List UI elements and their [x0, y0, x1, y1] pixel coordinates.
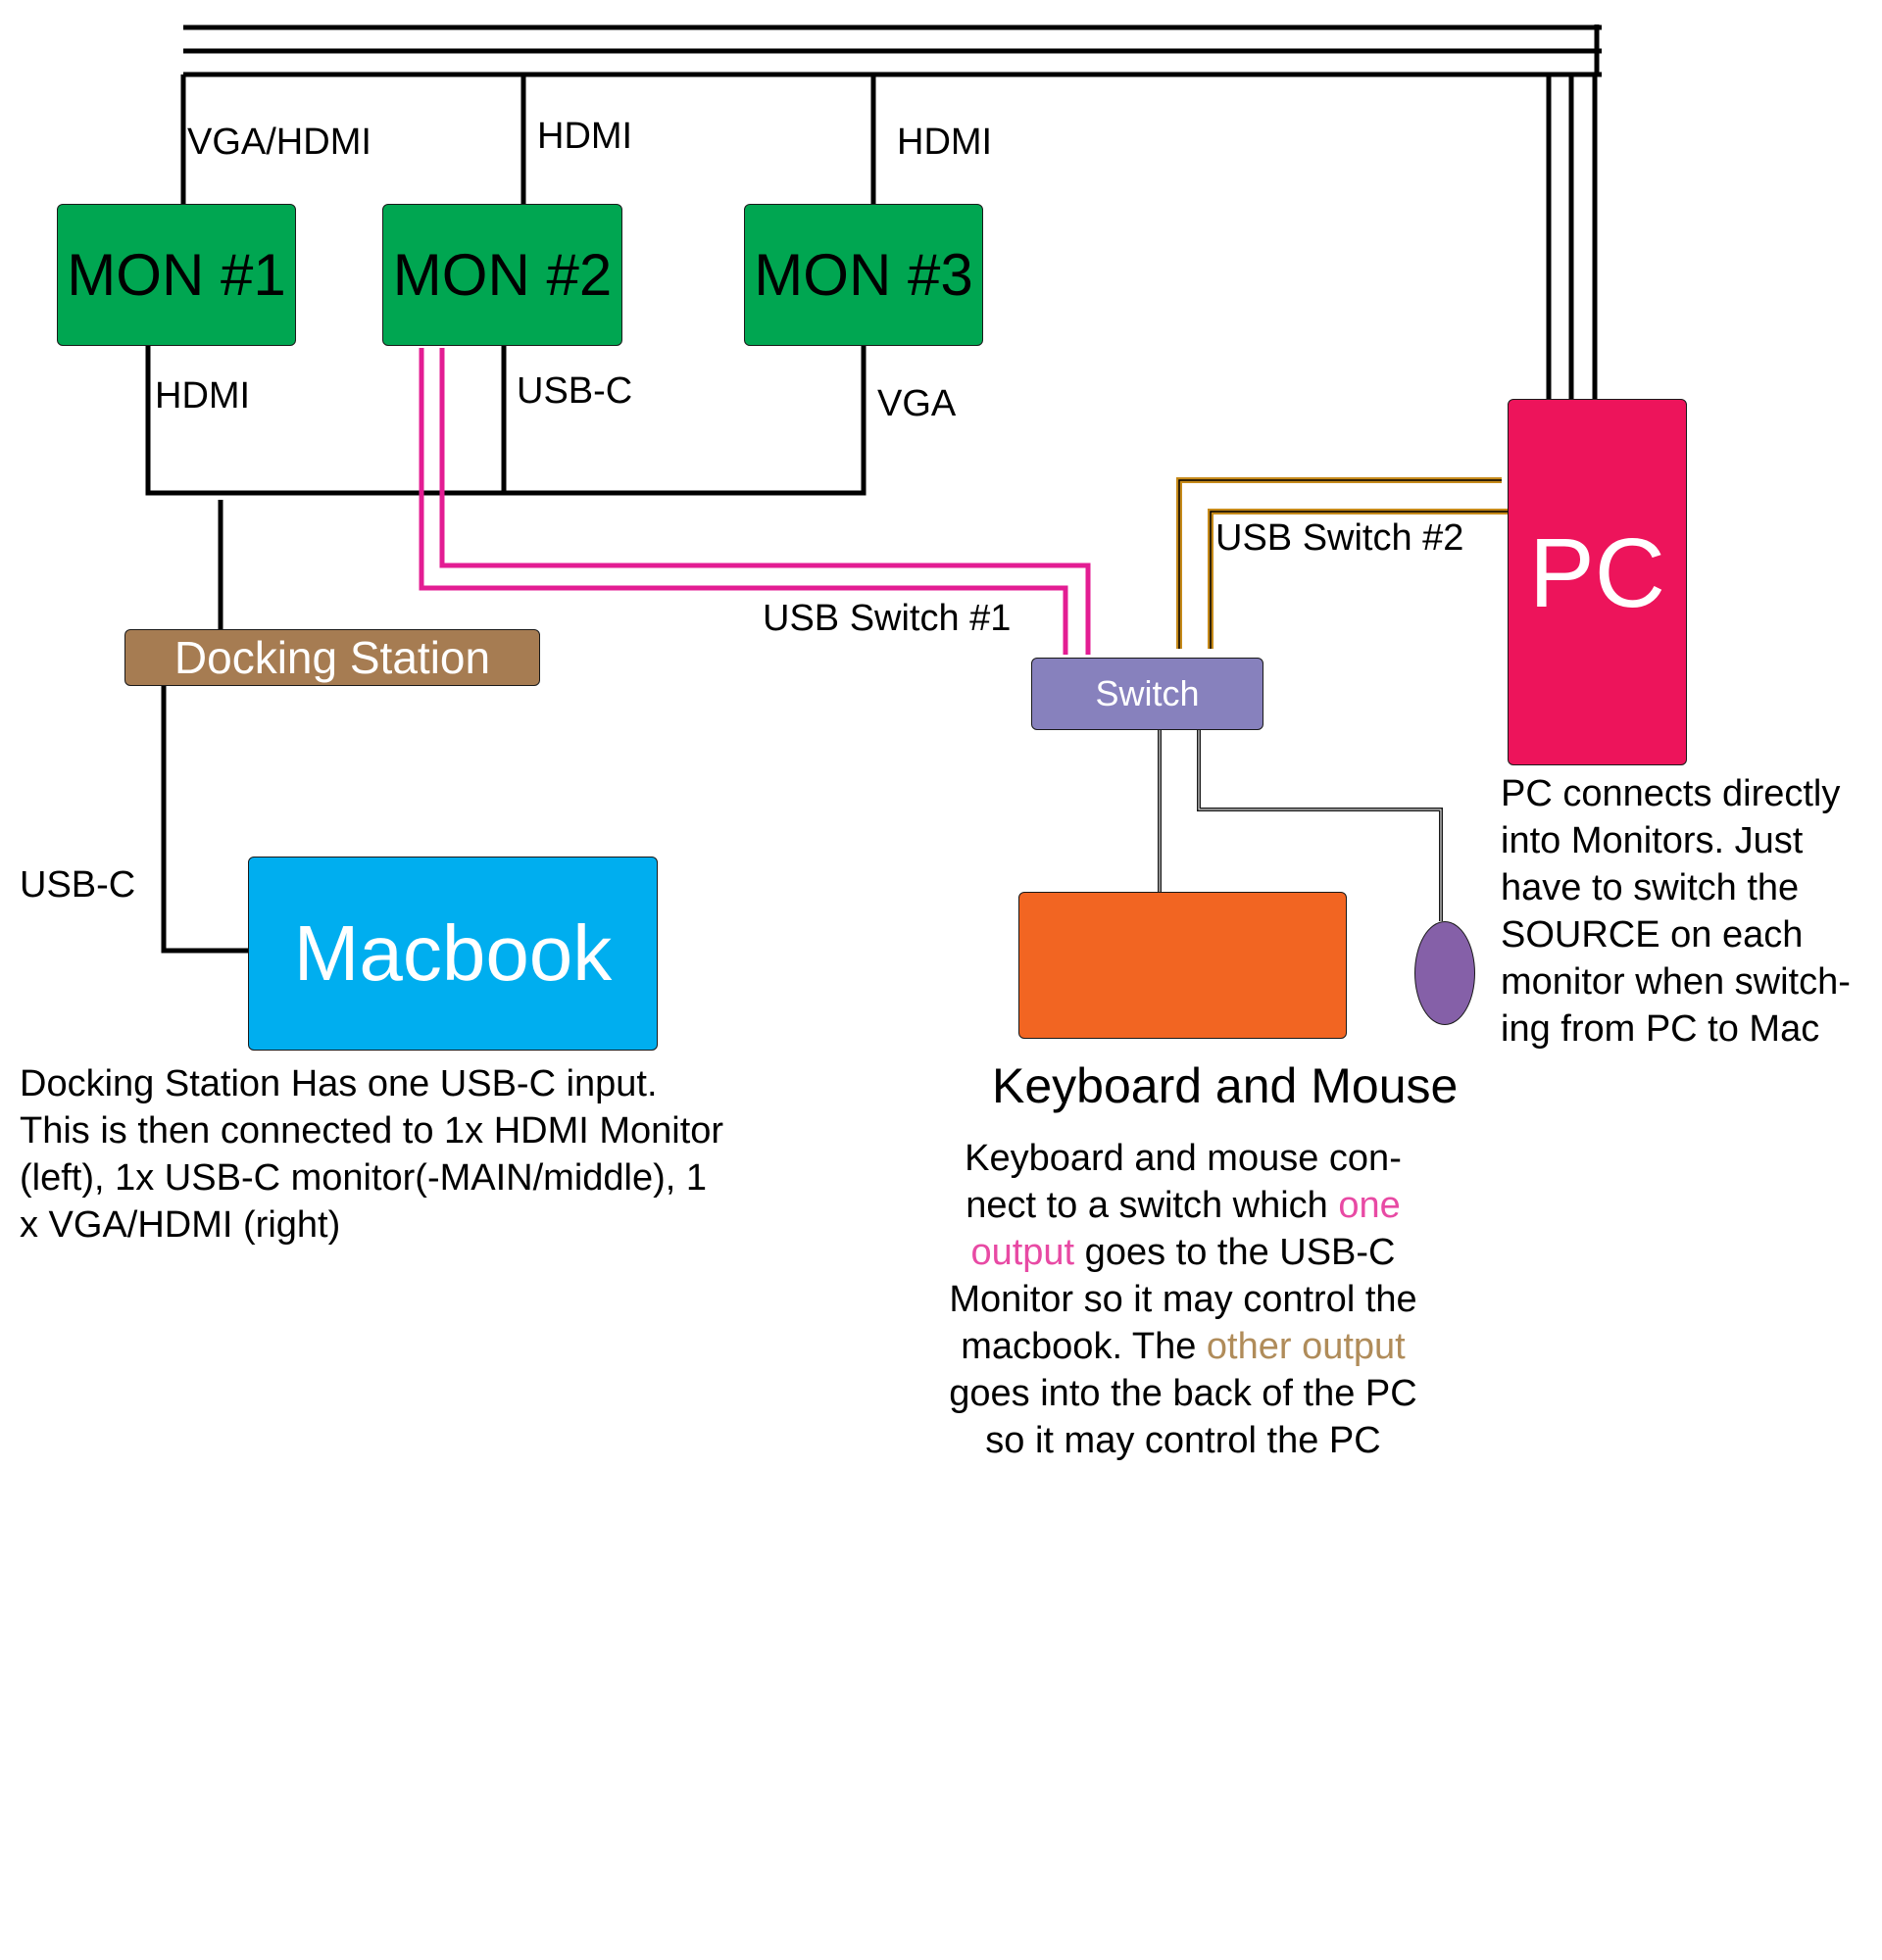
label-usb-switch-1: USB Switch #1	[763, 598, 1012, 639]
pc-note: PC connects directly into Monitors. Just…	[1501, 773, 1851, 1050]
label-mon2-hdmi: HDMI	[537, 116, 633, 157]
pc-tower: PC	[1508, 399, 1687, 765]
keyboard-note-part3: goes into the back of the PC so it may c…	[949, 1373, 1417, 1461]
keyboard-note-part2: goes to the USB-C Monitor so it may cont…	[949, 1232, 1417, 1367]
monitor-2: MON #2	[382, 204, 622, 346]
pc-monitor-bus	[180, 24, 1602, 399]
macbook: Macbook	[248, 857, 658, 1051]
dock-monitor-bus	[145, 346, 867, 629]
mouse	[1414, 921, 1475, 1025]
docking-station: Docking Station	[124, 629, 540, 686]
keyboard-note-one-output: one output	[970, 1185, 1401, 1273]
keyboard-note-part1: Keyboard and mouse con-nect to a switch …	[965, 1138, 1402, 1226]
usb-switch-1-cable	[419, 348, 1091, 655]
monitor-3: MON #3	[744, 204, 983, 346]
label-mon3-vga: VGA	[877, 383, 957, 424]
pc-label: PC	[1529, 518, 1665, 628]
label-mon3-hdmi: HDMI	[897, 122, 993, 163]
dock-note: Docking Station Has one USB-C input. Thi…	[20, 1063, 724, 1246]
keyboard-note-other-output: other output	[1206, 1326, 1406, 1367]
keyboard-mouse-title: Keyboard and Mouse	[992, 1058, 1459, 1113]
label-mon1-vga-hdmi: VGA/HDMI	[187, 122, 371, 163]
keyboard	[1018, 892, 1347, 1039]
label-mon1-hdmi: HDMI	[155, 375, 251, 416]
label-usb-switch-2: USB Switch #2	[1215, 517, 1464, 559]
label-macbook-usbc: USB-C	[20, 864, 136, 906]
switch-peripheral-cables-inner	[1159, 730, 1442, 921]
monitor-1: MON #1	[57, 204, 296, 346]
dock-macbook-cable	[161, 686, 248, 954]
keyboard-note: Keyboard and mouse con-nect to a switch …	[937, 1135, 1429, 1464]
label-mon2-usbc: USB-C	[517, 370, 633, 412]
usb-switch: Switch	[1031, 658, 1263, 730]
usb-switch-2-cable	[1176, 477, 1510, 649]
